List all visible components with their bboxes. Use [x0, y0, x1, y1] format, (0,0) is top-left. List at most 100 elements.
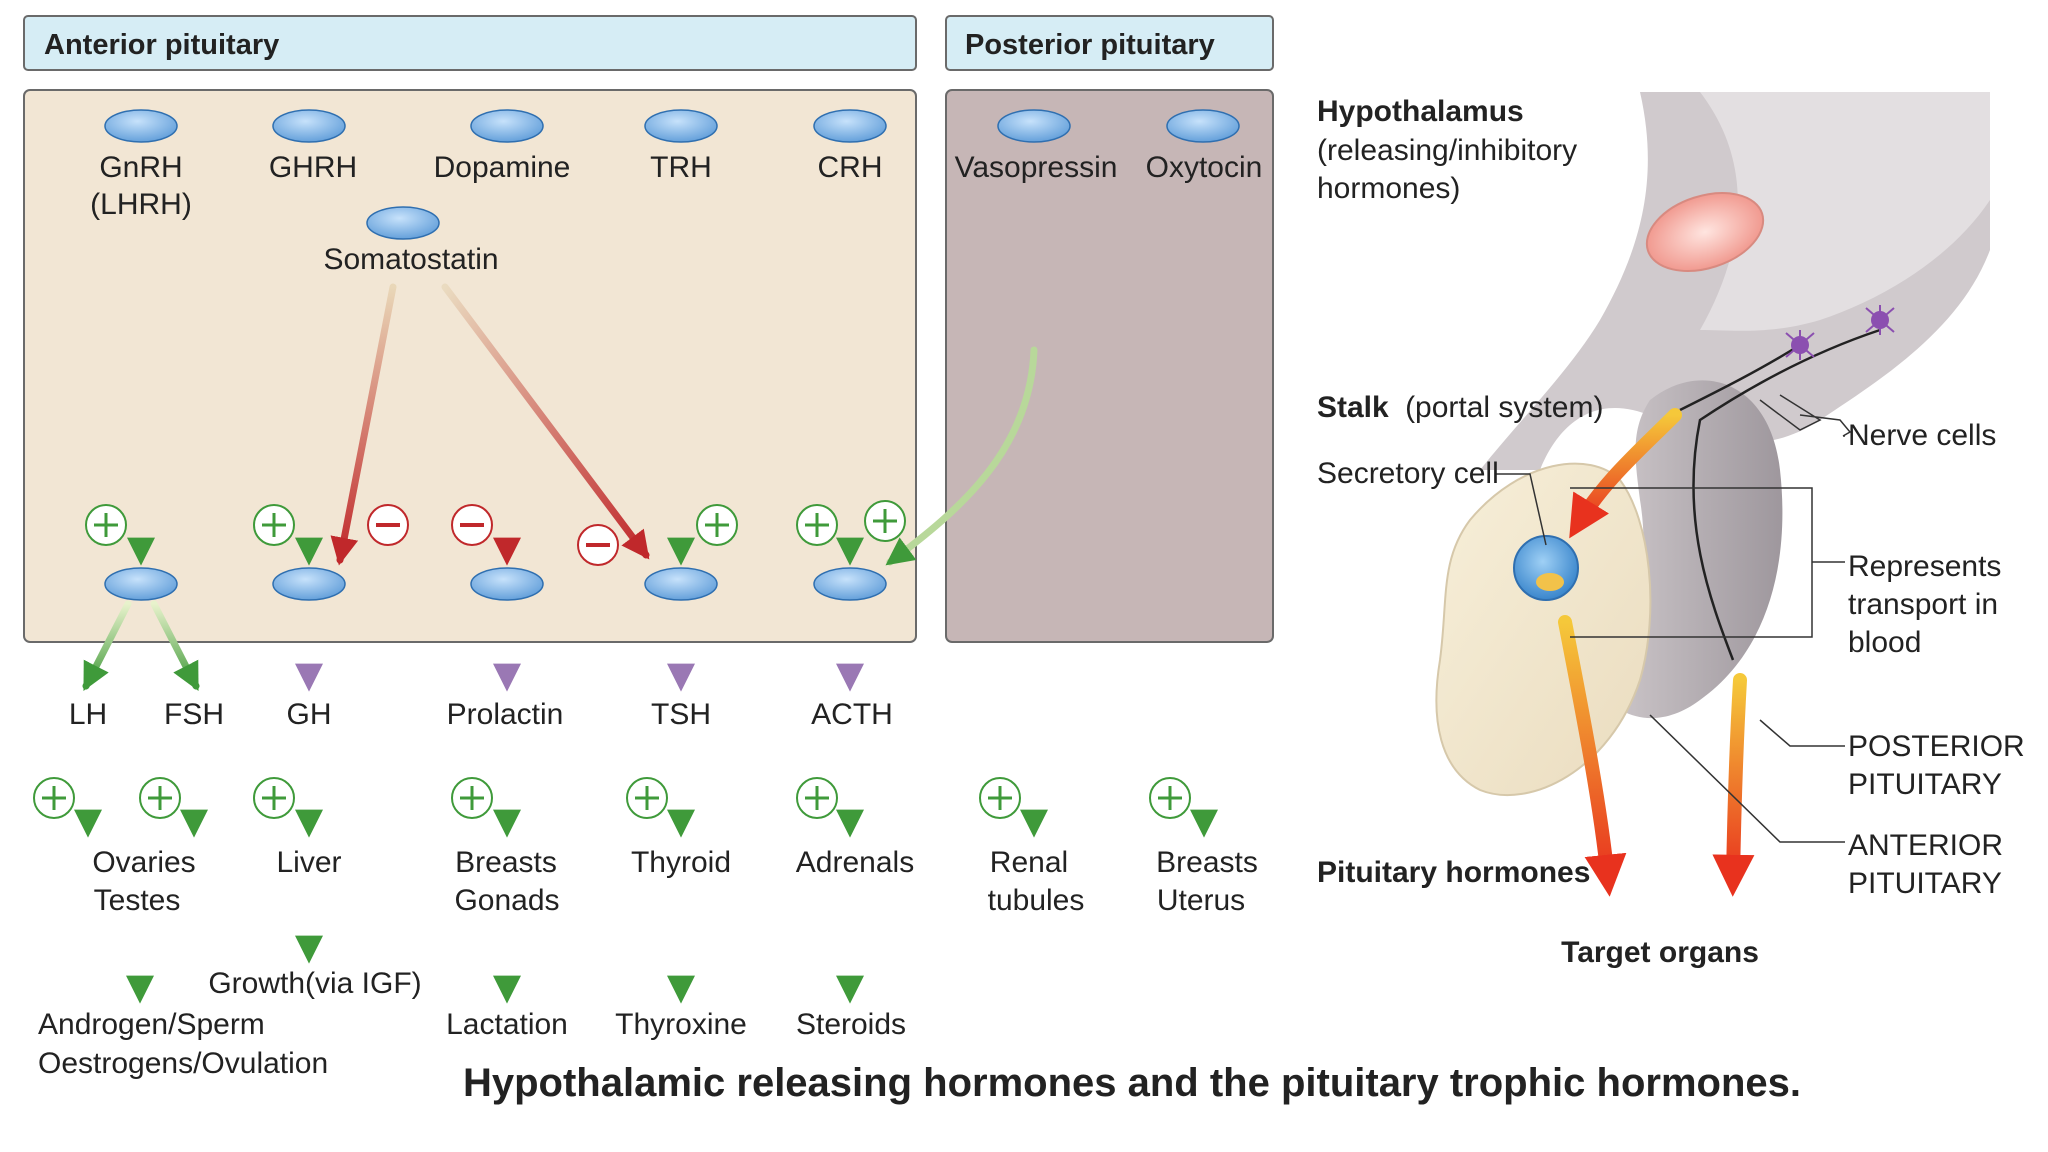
releasing-hormone-labels: GnRH (LHRH) GHRH Dopamine TRH CRH Vasopr… — [90, 151, 1262, 276]
label-tsh: TSH — [651, 698, 711, 731]
plus-icon — [253, 504, 295, 546]
anterior-panel — [23, 89, 917, 643]
label-transport-2: transport in — [1848, 588, 1998, 621]
label-gh: GH — [287, 698, 332, 731]
releasing-arrows — [127, 186, 1218, 838]
label-renal: Renal — [990, 846, 1068, 879]
plus-icon — [979, 777, 1021, 819]
pill-acth — [813, 567, 887, 601]
arrow-vasopressin-acth — [885, 346, 1038, 566]
hypothalamus-highlight — [1700, 92, 1990, 331]
label-breasts-oxytocin: Breasts — [1156, 846, 1258, 879]
leader-posterior — [1759, 719, 1845, 747]
pill-gh — [272, 567, 346, 601]
secretory-cell-granule — [1536, 573, 1564, 591]
anterior-header: Anterior pituitary — [23, 15, 917, 71]
pituitary-pills — [104, 567, 887, 601]
label-prolactin: Prolactin — [447, 698, 564, 731]
plus-icon — [33, 777, 75, 819]
label-testes: Testes — [94, 884, 181, 917]
plus-icon — [864, 500, 906, 542]
regulation-signs — [85, 500, 906, 566]
pill-lh-fsh — [104, 567, 178, 601]
label-breasts: Breasts — [455, 846, 557, 879]
label-nerve-cells: Nerve cells — [1848, 419, 1996, 452]
label-growth: Growth(via IGF) — [208, 967, 421, 1000]
anatomy-labels: Hypothalamus (releasing/inhibitory hormo… — [1317, 95, 2025, 969]
anterior-pituitary-shape — [1435, 462, 1652, 796]
label-gnrh: GnRH — [99, 151, 182, 184]
label-lhrh: (LHRH) — [90, 188, 192, 221]
minus-icon — [451, 504, 493, 546]
nerve-fibre — [1692, 328, 1881, 661]
target-labels: Ovaries Testes Liver Breasts Gonads Thyr… — [92, 846, 1258, 917]
leader-nerve-cells — [1759, 394, 1852, 437]
pill-ghrh — [272, 109, 346, 143]
plus-icon — [796, 504, 838, 546]
label-lactation: Lactation — [446, 1008, 568, 1041]
label-acth: ACTH — [811, 698, 893, 731]
label-liver: Liver — [276, 846, 341, 879]
target-arrows — [74, 736, 864, 838]
pill-gnrh — [104, 109, 178, 143]
label-crh: CRH — [818, 151, 883, 184]
target-plus-signs — [33, 777, 1191, 819]
label-oestrogens-ovulation: Oestrogens/Ovulation — [38, 1047, 328, 1080]
nerve-cell-icon — [1865, 305, 1895, 335]
plus-icon — [85, 504, 127, 546]
pill-prolactin — [470, 567, 544, 601]
anterior-header-label: Anterior pituitary — [44, 29, 279, 61]
plus-icon — [696, 504, 738, 546]
label-thyroxine: Thyroxine — [615, 1008, 747, 1041]
label-steroids: Steroids — [796, 1008, 906, 1041]
label-posterior-pituitary-1: POSTERIOR — [1848, 730, 2025, 763]
releasing-hormone-pills — [104, 109, 1240, 240]
label-lh: LH — [69, 698, 107, 731]
label-hypothalamus-sub2: hormones) — [1317, 172, 1460, 205]
plus-icon — [626, 777, 668, 819]
label-hypothalamus: Hypothalamus — [1317, 95, 1524, 128]
label-stalk-bold: Stalk — [1317, 391, 1389, 424]
label-hypothalamus-sub1: (releasing/inhibitory — [1317, 134, 1577, 167]
label-ghrh: GHRH — [269, 151, 357, 184]
arrow-somatostatin-tsh — [441, 283, 650, 560]
arrow-lh — [82, 600, 132, 691]
label-trh: TRH — [650, 151, 712, 184]
anatomy-illustration — [1435, 92, 1990, 897]
transport-arrow — [1569, 408, 1682, 539]
label-anterior-pituitary-2: PITUITARY — [1848, 867, 2002, 900]
label-posterior-pituitary-2: PITUITARY — [1848, 768, 2002, 801]
pituitary-hormone-arrow — [1558, 615, 1627, 897]
pill-crh — [813, 109, 887, 143]
effect-arrows — [126, 880, 864, 1004]
pill-somatostatin — [366, 206, 440, 240]
plus-icon — [253, 777, 295, 819]
pituitary-hormone-labels: LH FSH GH Prolactin TSH ACTH — [69, 698, 893, 731]
label-stalk-rest: (portal system) — [1405, 391, 1603, 424]
plus-icon — [1149, 777, 1191, 819]
pill-tsh — [644, 567, 718, 601]
label-pituitary-hormones: Pituitary hormones — [1317, 856, 1590, 889]
label-somatostatin: Somatostatin — [323, 243, 498, 276]
posterior-hormone-arrow — [1712, 673, 1755, 897]
arrow-fsh — [150, 600, 200, 691]
nucleus-blob — [1645, 192, 1765, 272]
minus-icon — [367, 504, 409, 546]
label-transport-1: Represents — [1848, 550, 2001, 583]
label-thyroid: Thyroid — [631, 846, 731, 879]
label-secretory-cell: Secretory cell — [1317, 457, 1499, 490]
plus-icon — [139, 777, 181, 819]
label-tubules: tubules — [988, 884, 1085, 917]
label-fsh: FSH — [164, 698, 224, 731]
posterior-header: Posterior pituitary — [945, 15, 1274, 71]
plus-icon — [451, 777, 493, 819]
pill-oxytocin — [1166, 109, 1240, 143]
arrow-somatostatin-gh — [330, 283, 397, 566]
label-vasopressin: Vasopressin — [955, 151, 1118, 184]
pill-vasopressin — [997, 109, 1071, 143]
label-target-organs: Target organs — [1561, 936, 1759, 969]
nerve-fibre — [1679, 343, 1801, 412]
plus-icon — [796, 777, 838, 819]
nerve-cell-icon — [1785, 330, 1815, 360]
leader-secretory-cell — [1495, 473, 1547, 546]
